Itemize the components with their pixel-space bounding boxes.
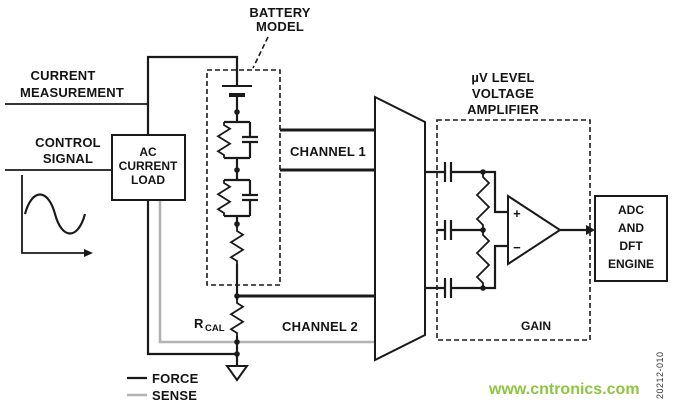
current-measurement-label-line1: CURRENT <box>31 68 96 83</box>
force-wire-return <box>146 200 237 356</box>
resistor-icon <box>229 228 245 264</box>
control-signal-label-line1: CONTROL <box>35 135 101 150</box>
junction-dot <box>234 293 240 299</box>
opamp-icon <box>507 194 562 266</box>
sine-wave-icon <box>23 193 87 235</box>
ac-current-load-box <box>111 134 186 201</box>
junction-dot <box>480 285 486 291</box>
rcal-label-subscript: CAL <box>205 323 225 334</box>
sense-wire <box>158 200 375 344</box>
junction-dot <box>234 339 240 345</box>
opamp-plus-label: + <box>513 206 521 221</box>
junction-dot <box>234 167 240 173</box>
resistor-icon <box>216 122 232 158</box>
rcal-resistor-icon <box>229 300 245 336</box>
rcal-label: R <box>194 316 204 331</box>
channel1-label: CHANNEL 1 <box>290 144 366 159</box>
sine-axis-arrowhead-icon <box>84 249 93 257</box>
ac-load-label-line2: CURRENT <box>119 159 178 173</box>
capacitor-icon <box>242 193 258 202</box>
junction-dot <box>480 227 486 233</box>
adc-dft-box <box>594 195 668 282</box>
resistor-icon <box>475 172 491 230</box>
junction-dot <box>234 351 240 357</box>
capacitor-icon <box>443 162 453 182</box>
sense-legend-label: SENSE <box>152 388 197 403</box>
junction-dot <box>234 109 240 115</box>
amplifier-label-line1: µV LEVEL <box>471 70 534 85</box>
amp-input-wire-bottom <box>425 244 508 290</box>
gain-label: GAIN <box>521 319 551 333</box>
rc-loop-bars <box>224 120 250 218</box>
force-legend-label: FORCE <box>152 371 199 386</box>
battery-icon <box>222 85 252 97</box>
channel2-label: CHANNEL 2 <box>282 319 358 334</box>
output-arrowhead-icon <box>586 225 595 235</box>
amplifier-box <box>436 119 591 341</box>
battery-model-label-line2: MODEL <box>256 19 304 34</box>
figure-number: 20212-010 <box>655 351 665 399</box>
adc-label-line2: AND <box>618 221 644 235</box>
battery-model-pointer-line <box>252 36 269 69</box>
sine-axes <box>21 175 85 254</box>
amplifier-label-line3: AMPLIFIER <box>467 102 539 117</box>
opamp-minus-label: − <box>513 240 521 255</box>
junction-dot <box>480 169 486 175</box>
amplifier-label-line2: VOLTAGE <box>472 86 534 101</box>
adc-label-line1: ADC <box>618 203 644 217</box>
force-wire-top-rail <box>146 55 239 135</box>
junction-dot <box>234 221 240 227</box>
ground-icon <box>225 365 249 382</box>
resistor-icon <box>475 230 491 288</box>
capacitor-icon <box>242 135 258 144</box>
ac-load-label-line3: LOAD <box>131 173 165 187</box>
resistor-icon <box>216 180 232 216</box>
control-signal-label-line2: SIGNAL <box>43 151 93 166</box>
current-measurement-label-line2: MEASUREMENT <box>20 85 124 100</box>
adc-label-line4: ENGINE <box>608 257 654 271</box>
mux-shape <box>374 95 426 362</box>
ac-load-label-line1: AC <box>139 145 157 159</box>
adc-label-line3: DFT <box>619 239 643 253</box>
watermark-text: www.cntronics.com <box>488 381 640 398</box>
battery-model-label-line1: BATTERY <box>249 5 310 20</box>
battery-model-box <box>206 69 281 286</box>
amp-input-wire-top <box>425 170 508 214</box>
capacitor-icon <box>443 220 453 240</box>
capacitor-icon <box>443 278 453 298</box>
